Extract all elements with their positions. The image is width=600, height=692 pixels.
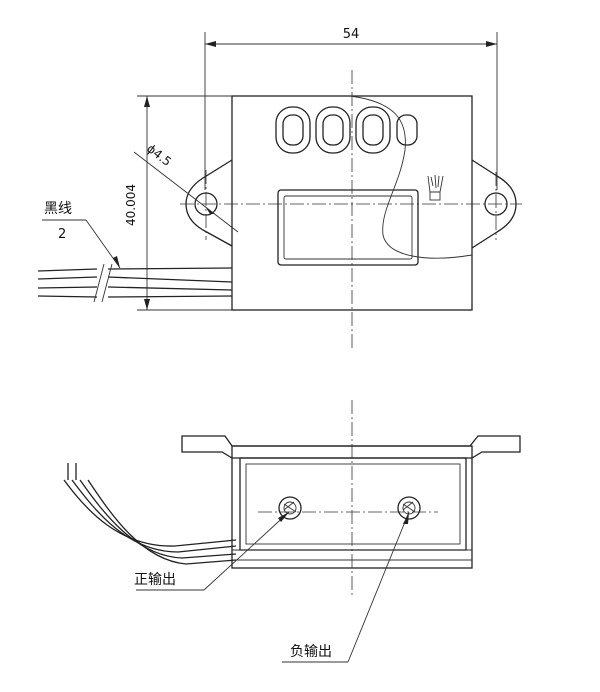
positive-output-callout: 正输出: [134, 511, 290, 591]
negative-output-label: 负输出: [290, 644, 332, 660]
front-view: 正输出 负输出: [63, 400, 521, 663]
top-flange: [181, 435, 521, 459]
black-wire-label: 黑线: [44, 201, 72, 217]
front-body-outline: [231, 445, 473, 569]
hole-diameter-label: ϕ4.5: [144, 141, 174, 169]
label-window: [277, 189, 419, 266]
left-mounting-ear: [185, 159, 233, 247]
positive-terminal: [278, 496, 302, 520]
negative-terminal: [397, 496, 421, 520]
black-wire-callout: 黑线 2: [42, 201, 121, 269]
height-dimension-label: 40.004: [124, 184, 138, 226]
wires-front: [63, 463, 237, 565]
negative-output-callout: 负输出: [282, 511, 410, 663]
positive-output-label: 正输出: [134, 572, 176, 588]
connector-symbol: [427, 174, 444, 201]
top-view: 54 40.004 ϕ4.5: [37, 27, 522, 350]
peeled-label-curve: [349, 95, 473, 259]
width-dimension-label: 54: [343, 27, 360, 42]
width-dimension: 54: [204, 27, 498, 190]
height-dimension: 40.004: [124, 95, 232, 311]
oval-windows: [275, 106, 418, 154]
wires-top: [37, 263, 233, 303]
black-wire-count: 2: [58, 227, 66, 242]
